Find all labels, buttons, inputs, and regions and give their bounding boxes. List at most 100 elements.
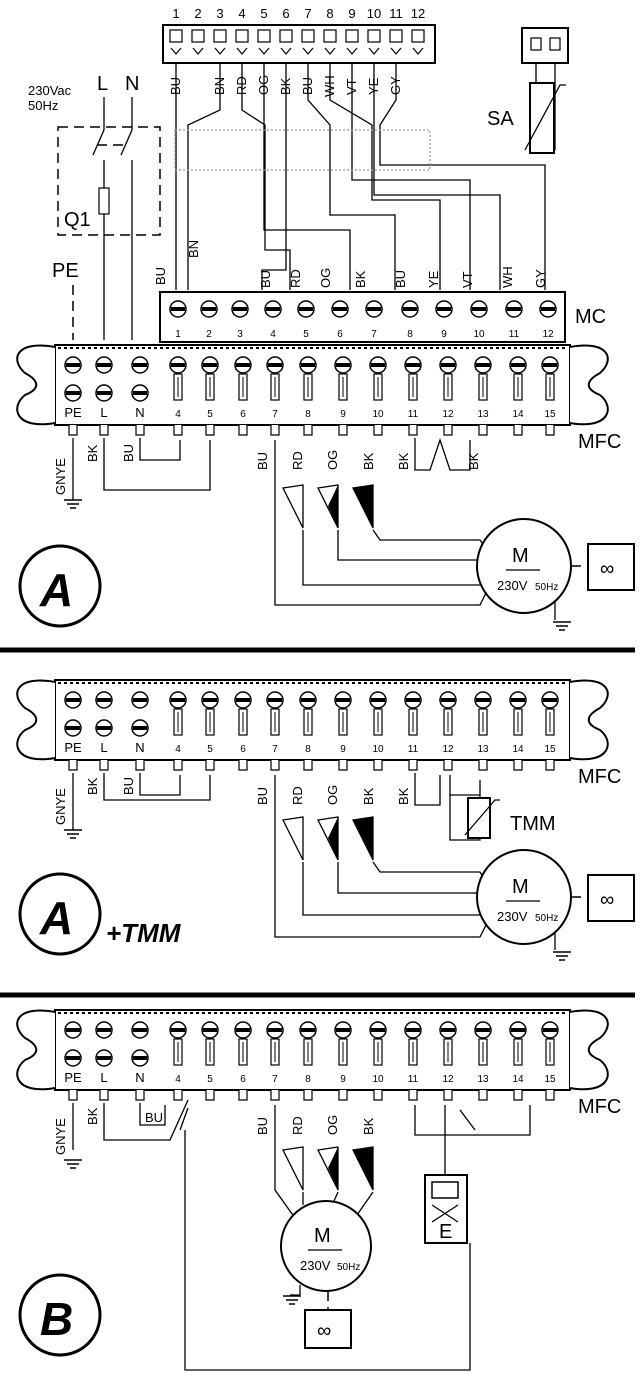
mc-label: MC (575, 306, 606, 328)
mfc-terminal-number: N (135, 405, 144, 420)
mfc-screw (95, 1049, 113, 1067)
connector-pin (235, 29, 249, 43)
connector-pin (301, 29, 315, 43)
connector-pin (191, 29, 205, 43)
mfc-terminal-number: 12 (442, 744, 454, 755)
wire-bk: BK (85, 444, 100, 462)
mfc-terminal-number: 7 (272, 409, 278, 420)
mfc-terminal-number: 9 (340, 744, 346, 755)
mfc-terminal-number: 11 (408, 744, 419, 755)
mc-terminal-number: 12 (542, 329, 554, 340)
top-connector-numbers: 1 2 3 4 5 6 7 8 9 10 11 12 (172, 6, 425, 21)
mfc-terminal-number: 11 (408, 1074, 419, 1085)
mfc-terminal-number: 9 (340, 409, 346, 420)
mc-terminal-number: 9 (441, 329, 447, 340)
mfc-terminal-number: L (100, 405, 107, 420)
mfc-terminal-number: 9 (340, 1074, 346, 1085)
mc-wire-label: BU (153, 267, 168, 285)
section-letter: B (40, 1293, 73, 1345)
sensor-label: SA (487, 108, 514, 130)
mc-screw (505, 300, 523, 318)
mfc-screw (131, 691, 149, 709)
mc-terminal-number: 11 (509, 329, 520, 340)
mc-screw (331, 300, 349, 318)
mc-terminal-number: 3 (237, 329, 243, 340)
connector-pin (257, 29, 271, 43)
mfc-label: MFC (578, 766, 621, 788)
mc-terminal-number: 7 (371, 329, 377, 340)
mfc-terminal-number: 13 (477, 744, 489, 755)
top-connector: 1 2 3 4 5 6 7 8 9 10 11 12 BU BN RD OG B… (162, 6, 436, 97)
mc-terminal-number: 6 (337, 329, 343, 340)
motor-symbol: M (314, 1225, 331, 1247)
mfc-terminal-number: 13 (477, 409, 489, 420)
mc-wire-label: BN (186, 240, 201, 258)
mc-wire-label: GY (533, 269, 548, 288)
connector-number: 3 (216, 6, 223, 21)
wire-bu: BU (255, 787, 270, 805)
mfc-terminal-number: 6 (240, 744, 246, 755)
mfc-terminal-number: 15 (544, 1074, 556, 1085)
mfc-terminal-number: 8 (305, 1074, 311, 1085)
mfc-terminal-number: 6 (240, 409, 246, 420)
mfc-screw (95, 384, 113, 402)
wire-gnye: GNYE (53, 1118, 68, 1155)
mfc-terminal-number: 4 (175, 1074, 181, 1085)
connector-pin (279, 29, 293, 43)
wire-bk: BK (466, 452, 481, 470)
mfc-terminal-number: 5 (207, 744, 213, 755)
connector-pin (169, 29, 183, 43)
connector-number: 12 (411, 6, 425, 21)
mfc-terminal-number: 7 (272, 744, 278, 755)
mc-screw (470, 300, 488, 318)
mfc-terminal-number: 5 (207, 1074, 213, 1085)
mc-screw (297, 300, 315, 318)
mc-screw (435, 300, 453, 318)
mc-terminal-number: 5 (303, 329, 309, 340)
wire-gnye: GNYE (53, 458, 68, 495)
supply-line-label: L (97, 73, 108, 95)
mc-screw (169, 300, 187, 318)
mfc-terminal-number: 14 (512, 409, 524, 420)
connector-number: 11 (389, 6, 403, 21)
wire-bk: BK (396, 787, 411, 805)
mc-screw (365, 300, 383, 318)
section-suffix: +TMM (106, 918, 182, 948)
connector-number: 1 (172, 6, 179, 21)
mc-wire-label: BK (353, 270, 368, 288)
connector-pin (345, 29, 359, 43)
mfc-terminal-number: L (100, 1070, 107, 1085)
mfc-screw (131, 1049, 149, 1067)
mfc-screw (64, 356, 82, 374)
motor-freq: 50Hz (535, 913, 558, 924)
mfc-screw (64, 691, 82, 709)
mfc-terminal-number: 15 (544, 409, 556, 420)
connector-number: 8 (326, 6, 333, 21)
mc-terminal-number: 8 (407, 329, 413, 340)
supply-neutral-label: N (125, 73, 139, 95)
mfc-screw (64, 719, 82, 737)
mfc-screw (131, 384, 149, 402)
mfc-terminal-number: 14 (512, 1074, 524, 1085)
connector-pin (367, 29, 381, 43)
mfc-terminal-number: 15 (544, 744, 556, 755)
wire-bk: BK (396, 452, 411, 470)
connector-pin (213, 29, 227, 43)
mc-wire-label: BU (258, 270, 273, 288)
mfc-label: MFC (578, 431, 621, 453)
mfc-screw (95, 691, 113, 709)
mc-screw (539, 300, 557, 318)
earth-label: PE (52, 260, 79, 282)
mfc-screw (64, 1021, 82, 1039)
motor-rating: 230V (497, 909, 528, 924)
mc-wire-label: WH (500, 266, 515, 288)
wire-bu: BU (121, 777, 136, 795)
motor-freq: 50Hz (337, 1262, 360, 1273)
wire-rd: RD (290, 786, 305, 805)
mc-wire-label: RD (288, 269, 303, 288)
mfc-terminal-number: 10 (372, 409, 384, 420)
mc-wire-label: YE (426, 270, 441, 288)
